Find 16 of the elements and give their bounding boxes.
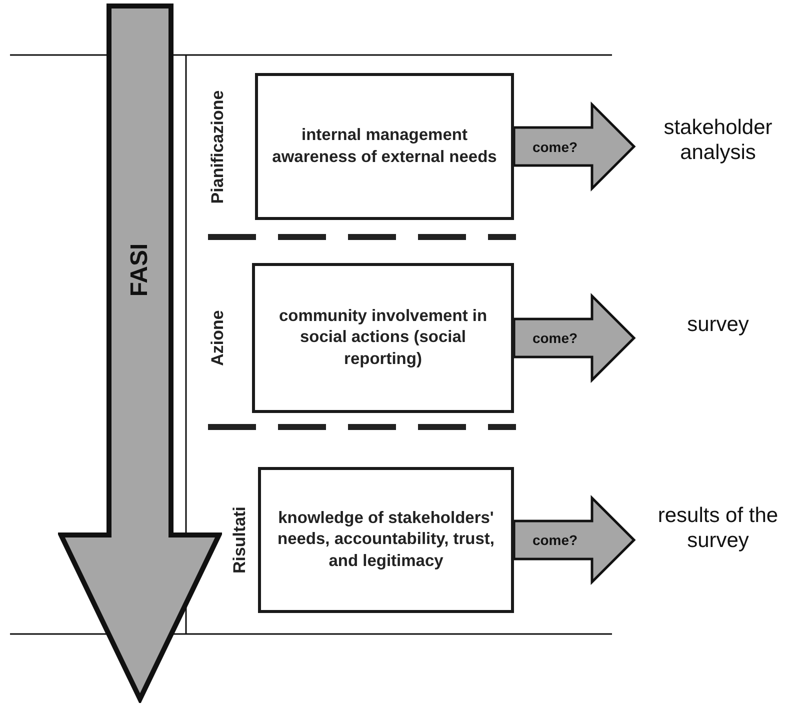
phase-label: FASI [126,243,154,297]
edge-label: come? [532,532,578,548]
box-text: knowledge of stakeholders' needs, accountability, trust, and legitimacy [276,508,496,572]
box-text: community involvement in social actions (social reporting) [278,306,488,370]
phase-heading: Pianificazione [208,90,228,204]
outcome-text: stakeholder analysis [662,114,774,166]
phase-heading: Risultati [230,506,250,574]
block-arrow [512,101,636,192]
outcome-text: results of the survey [656,502,780,554]
phase-heading: Azione [208,310,228,366]
block-arrow [512,292,636,384]
box-text: internal management awareness of external needs [271,125,498,168]
edge-label: come? [532,138,578,154]
block-arrow [512,494,636,586]
edge-label: come? [532,330,578,346]
outcome-text: survey [687,312,749,338]
